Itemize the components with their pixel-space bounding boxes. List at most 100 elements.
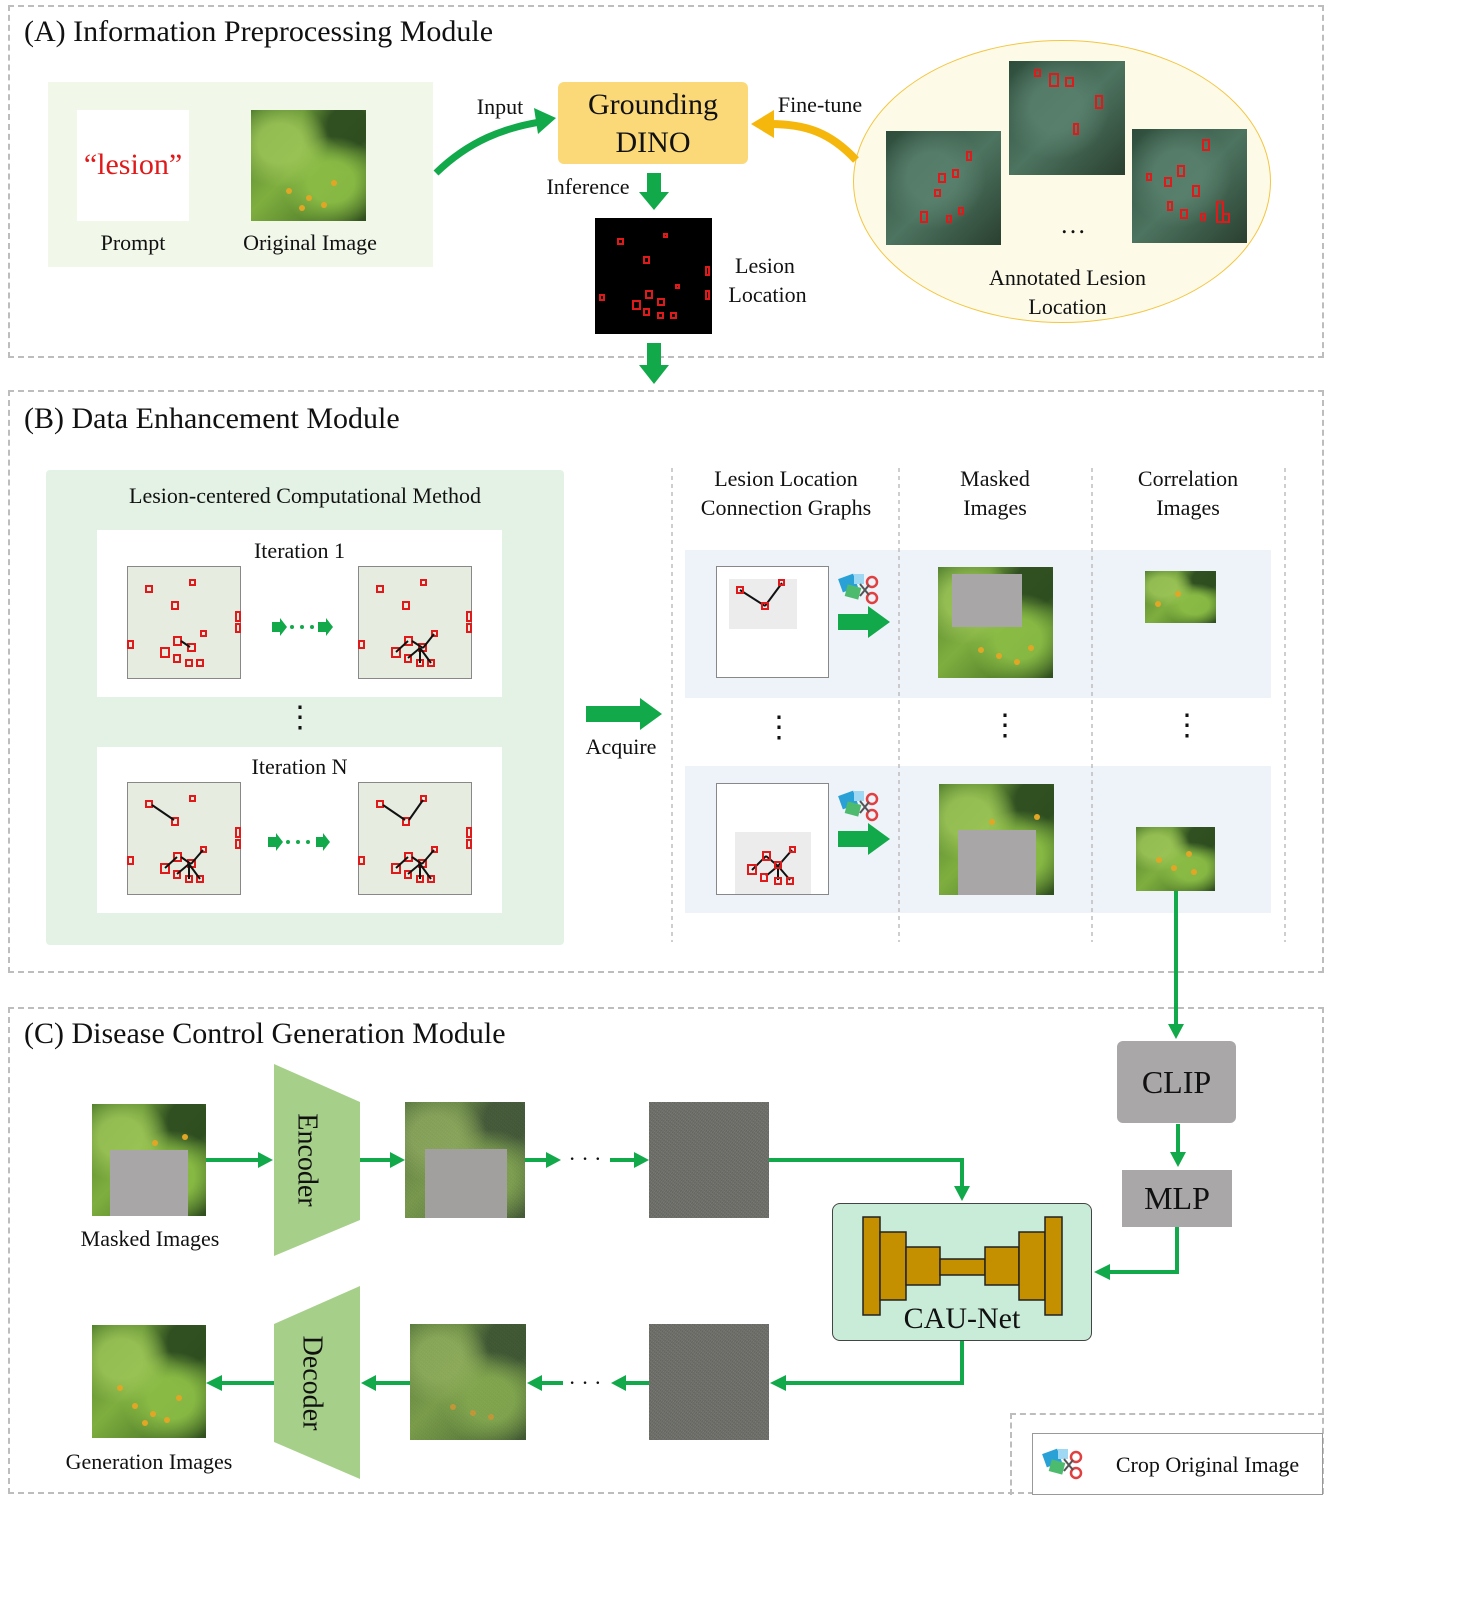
decoder-to-generation-arrow: [206, 1375, 274, 1391]
mlp-to-caunet-arrow: [1094, 1227, 1179, 1280]
input-arrow: [433, 118, 541, 176]
dots-to-noise-arrow: [610, 1152, 649, 1168]
grounding-dino-line2: DINO: [615, 126, 691, 159]
iter1-start-thumb: [127, 566, 241, 679]
top-dots: · · ·: [568, 1146, 602, 1171]
acquire-arrow: [586, 698, 662, 730]
lesion-location-map: [595, 218, 712, 334]
grounding-dino-box: [558, 82, 748, 164]
c-masked-label: Masked Images: [80, 1226, 220, 1251]
correlation-image-1: [1145, 571, 1216, 623]
diagram-overlay: Encoder Decoder: [127, 108, 1286, 1480]
original-image: [251, 110, 366, 221]
crop-arrow-1: [838, 606, 890, 638]
col-graphs-line2: Connection Graphs: [700, 495, 872, 520]
col1-vdots: ⋮: [764, 711, 794, 744]
input-arrowhead: [534, 108, 556, 134]
prompt-text: “lesion”: [83, 148, 183, 181]
a-to-b-arrow: [639, 343, 669, 384]
lesion-location-line2: Location: [728, 282, 807, 307]
iteration-n-label: Iteration N: [251, 754, 348, 779]
masked-to-encoder-arrow: [206, 1152, 273, 1168]
itern-start-graph: [127, 795, 241, 883]
encoder-text: Encoder: [292, 1113, 323, 1207]
panel-b-title: (B) Data Enhancement Module: [24, 402, 400, 435]
iter1-progress-arrow: [272, 618, 333, 636]
latent-to-dots-arrow: [525, 1152, 561, 1168]
scissors-icon: [836, 572, 879, 605]
col-correlation-line1: Correlation: [1137, 466, 1239, 491]
annotated-image-3: [1132, 129, 1247, 243]
itern-progress-arrow: [268, 833, 330, 851]
noise-latent-top: [649, 1102, 769, 1218]
acquire-label: Acquire: [585, 734, 657, 759]
col-masked-line1: Masked: [960, 466, 1030, 491]
iteration-vdots: ⋮: [285, 701, 315, 734]
annotated-label-line2: Location: [1028, 294, 1107, 319]
noisy-masked-image: [405, 1102, 525, 1218]
crop-arrow-2: [838, 823, 890, 855]
graph-2-drawing: [747, 846, 796, 885]
column-separators: [671, 468, 1286, 942]
inference-arrow: [639, 173, 669, 210]
lesion-location-line1: Lesion: [735, 253, 795, 278]
encoder-trapezoid: [274, 1064, 360, 1256]
panel-a: [8, 5, 1324, 358]
clip-to-mlp-arrow: [1170, 1124, 1186, 1167]
caunet-to-noise-arrow: [770, 1341, 964, 1391]
iteration-1-label: Iteration 1: [253, 538, 346, 563]
grounding-dino-line1: Grounding: [588, 88, 718, 121]
input-label: Input: [476, 94, 524, 119]
bottom-dots: · · ·: [568, 1370, 602, 1395]
encoder-to-latent-arrow: [360, 1152, 405, 1168]
panel-c-title: (C) Disease Control Generation Module: [24, 1017, 506, 1050]
c-masked-image: [92, 1104, 206, 1216]
panel-c: [8, 1007, 1324, 1494]
graph-card-2: [716, 783, 829, 895]
partially-denoised-image: [410, 1324, 526, 1440]
mlp-box: MLP: [1122, 1170, 1232, 1227]
prompt-card: [77, 110, 189, 221]
caunet-label: CAU-Net: [903, 1302, 1021, 1335]
itern-end-graph: [358, 795, 472, 883]
col-masked-line2: Images: [963, 495, 1027, 520]
decoder-text: Decoder: [297, 1336, 328, 1432]
noise-to-caunet-arrow: [769, 1158, 970, 1201]
finetune-arrow: [769, 120, 859, 163]
scissors-icon: [1040, 1447, 1083, 1480]
finetune-arrowhead: [751, 110, 774, 138]
masked-image-2: [939, 784, 1054, 895]
legend-label: Crop Original Image: [1115, 1452, 1300, 1477]
noise-to-dots-arrow: [611, 1375, 649, 1391]
legend-frame: [1010, 1413, 1324, 1495]
col-correlation-line2: Images: [1156, 495, 1220, 520]
col-graphs-line1: Lesion Location: [714, 466, 858, 491]
generation-image: [92, 1325, 206, 1438]
scissors-icon: [836, 789, 879, 822]
legend-box: [1032, 1433, 1323, 1495]
panel-b: [8, 390, 1324, 973]
original-image-label: Original Image: [243, 230, 377, 255]
annotated-label-line1: Annotated Lesion: [988, 265, 1147, 290]
inference-label: Inference: [546, 174, 630, 199]
corr-to-clip-arrow: [1168, 891, 1184, 1039]
masked-image-1: [938, 567, 1053, 678]
annotated-image-2: [1009, 61, 1125, 175]
iter1-start-graph: [127, 579, 241, 667]
prompt-label: Prompt: [100, 230, 166, 255]
decoder-trapezoid: [274, 1286, 360, 1479]
iter1-end-graph: [358, 579, 472, 667]
clip-label: CLIP: [1141, 1063, 1212, 1100]
noise-latent-bottom: [649, 1324, 769, 1440]
finetune-label: Fine-tune: [777, 92, 863, 117]
panel-a-title: (A) Information Preprocessing Module: [24, 15, 494, 48]
col2-vdots: ⋮: [990, 709, 1020, 742]
correlation-image-2: [1136, 827, 1215, 891]
dots-to-image-arrow: [527, 1375, 563, 1391]
caunet-blocks: [862, 1216, 1063, 1316]
annotated-image-1: [886, 131, 1001, 245]
iter1-end-thumb: [358, 566, 472, 679]
clip-box: CLIP: [1117, 1041, 1236, 1123]
method-title: Lesion-centered Computational Method: [129, 483, 481, 508]
annotated-ellipsis: …: [1060, 210, 1086, 239]
